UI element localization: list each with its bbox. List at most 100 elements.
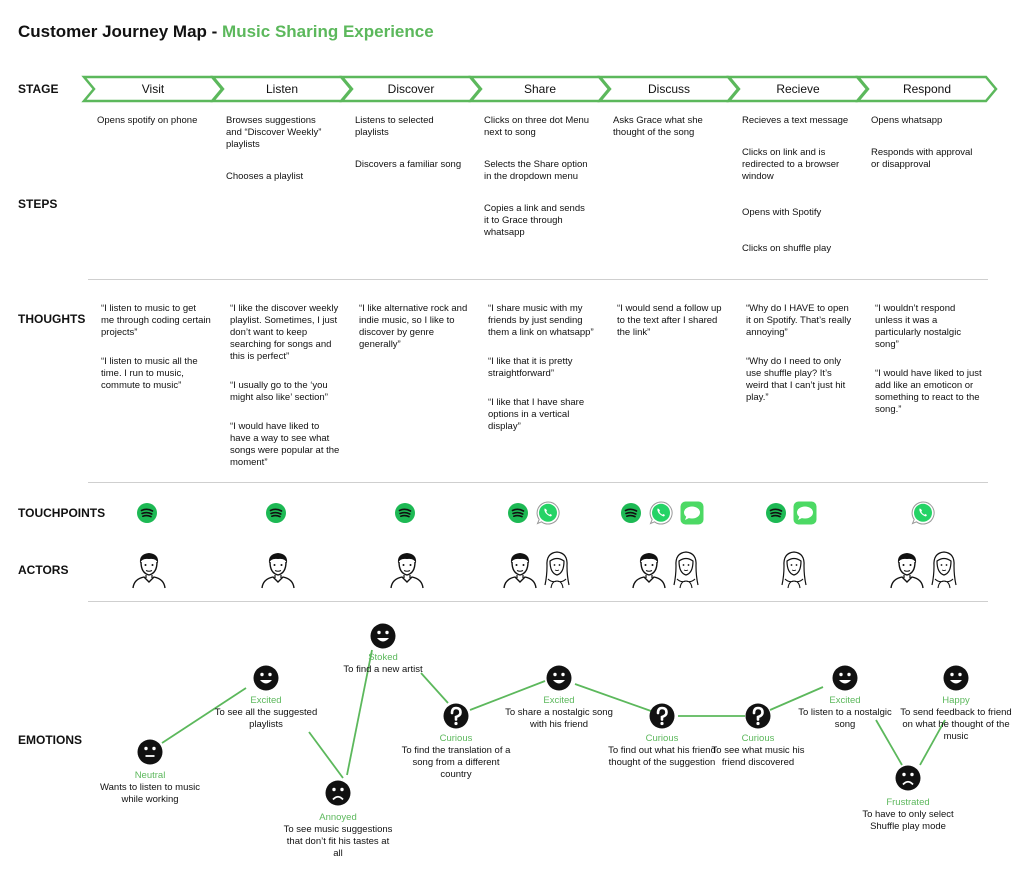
stage-label: Recieve — [776, 82, 820, 96]
title-accent: Music Sharing Experience — [222, 22, 434, 41]
touchpoint-group — [765, 500, 817, 526]
messages-icon — [793, 501, 817, 525]
step-item: Recieves a text message — [742, 115, 849, 126]
male-actor-icon — [632, 553, 666, 589]
actor-group — [500, 549, 572, 589]
emotion-mood: Neutral — [134, 770, 166, 781]
stage-label: Share — [523, 82, 557, 96]
divider-actors — [88, 601, 988, 602]
stage-label: Listen — [265, 82, 299, 96]
spotify-icon — [395, 503, 415, 523]
row-label-steps: STEPS — [18, 197, 58, 211]
female-actor-icon — [544, 551, 570, 589]
question-face-icon — [745, 703, 771, 729]
step-item: Chooses a playlist — [226, 171, 304, 182]
emotion-text: Wants to listen to music while working — [100, 782, 200, 805]
emotion-connector — [469, 680, 546, 711]
row-label-thoughts: THOUGHTS — [18, 312, 86, 326]
neutral-face-icon — [137, 739, 163, 765]
emotion-text: To find out what his friend thought of t… — [608, 745, 716, 768]
step-item: Discovers a familiar song — [355, 159, 462, 170]
emotion-mood: Frustrated — [886, 797, 930, 808]
thought-item: “I would have liked to just add like an … — [875, 368, 982, 415]
thought-item: “I share music with my friends by just s… — [488, 303, 594, 338]
step-item: Copies a link and sends it to Grace thro… — [484, 203, 585, 238]
actor-group — [129, 549, 169, 589]
female-actor-icon — [931, 551, 957, 589]
emotion-mood: Annoyed — [319, 812, 357, 823]
steps-column: Browses suggestions and “Discover Weekly… — [226, 115, 334, 203]
emotion-mood: Excited — [543, 695, 575, 706]
thought-item: “I usually go to the ‘you might also lik… — [230, 380, 328, 403]
spotify-icon — [266, 503, 286, 523]
whatsapp-icon — [649, 501, 673, 525]
emotion-mood: Excited — [829, 695, 861, 706]
emotion-connector — [919, 719, 946, 766]
thought-item: “I like that I have share options in a v… — [488, 397, 585, 432]
stage-chevrons — [81, 75, 998, 103]
spotify-icon — [137, 503, 157, 523]
female-actor-icon — [781, 551, 807, 589]
sad-face-icon — [325, 780, 351, 806]
spotify-icon — [508, 503, 528, 523]
stage-label: Discover — [387, 82, 435, 96]
step-item: Listens to selected playlists — [355, 115, 434, 138]
emotion-connector — [420, 672, 449, 704]
step-item: Clicks on link and is redirected to a br… — [742, 147, 840, 182]
step-item: Opens with Spotify — [742, 207, 822, 218]
touchpoint-group — [620, 500, 704, 526]
touchpoint-group — [910, 500, 936, 526]
touchpoint-group — [265, 500, 287, 526]
thought-item: “Why do I need to only use shuffle play?… — [746, 356, 846, 403]
thought-item: “Why do I HAVE to open it on Spotify. Th… — [746, 303, 852, 338]
thoughts-column: “I like alternative rock and indie music… — [359, 303, 469, 368]
emotion-connector — [769, 686, 824, 711]
happy-face-icon — [832, 665, 858, 691]
actor-group — [258, 549, 298, 589]
happy-face-icon — [943, 665, 969, 691]
male-actor-icon — [503, 553, 537, 589]
thought-item: “I like the discover weekly playlist. So… — [230, 303, 339, 362]
emotion-connector — [875, 719, 903, 766]
whatsapp-icon — [536, 501, 560, 525]
emotion-connector — [574, 683, 652, 712]
thoughts-column: “I listen to music to get me through cod… — [101, 303, 211, 409]
male-actor-icon — [132, 553, 166, 589]
emotion-mood: Happy — [942, 695, 970, 706]
step-item: Clicks on shuffle play — [742, 243, 832, 254]
thought-item: “I listen to music to get me through cod… — [101, 303, 211, 338]
whatsapp-icon — [911, 501, 935, 525]
stage-chevron — [855, 75, 998, 103]
emotion-text: To see music suggestions that don’t fit … — [283, 824, 393, 859]
emotion-connector — [161, 687, 247, 744]
step-item: Asks Grace what she thought of the song — [613, 115, 703, 138]
stage-label: Discuss — [647, 82, 690, 96]
male-actor-icon — [890, 553, 924, 589]
messages-icon — [680, 501, 704, 525]
actor-group — [887, 549, 959, 589]
step-item: Clicks on three dot Menu next to song — [484, 115, 590, 138]
emotion-text: To send feedback to friend on what he th… — [900, 707, 1012, 742]
thought-item: “I wouldn’t respond unless it was a part… — [875, 303, 962, 350]
emotion-text: To find a new artist — [343, 664, 423, 675]
title-main: Customer Journey Map - — [18, 22, 223, 41]
sad-face-icon — [895, 765, 921, 791]
thoughts-column: “I wouldn’t respond unless it was a part… — [875, 303, 985, 433]
row-label-actors: ACTORS — [18, 563, 69, 577]
thought-item: “I would send a follow up to the text af… — [617, 303, 722, 338]
thought-item: “I listen to music all the time. I run t… — [101, 356, 198, 391]
row-label-stage: STAGE — [18, 82, 59, 96]
happy-face-icon — [370, 623, 396, 649]
spotify-icon — [621, 503, 641, 523]
emotion-text: To share a nostalgic song with his frien… — [505, 707, 613, 730]
